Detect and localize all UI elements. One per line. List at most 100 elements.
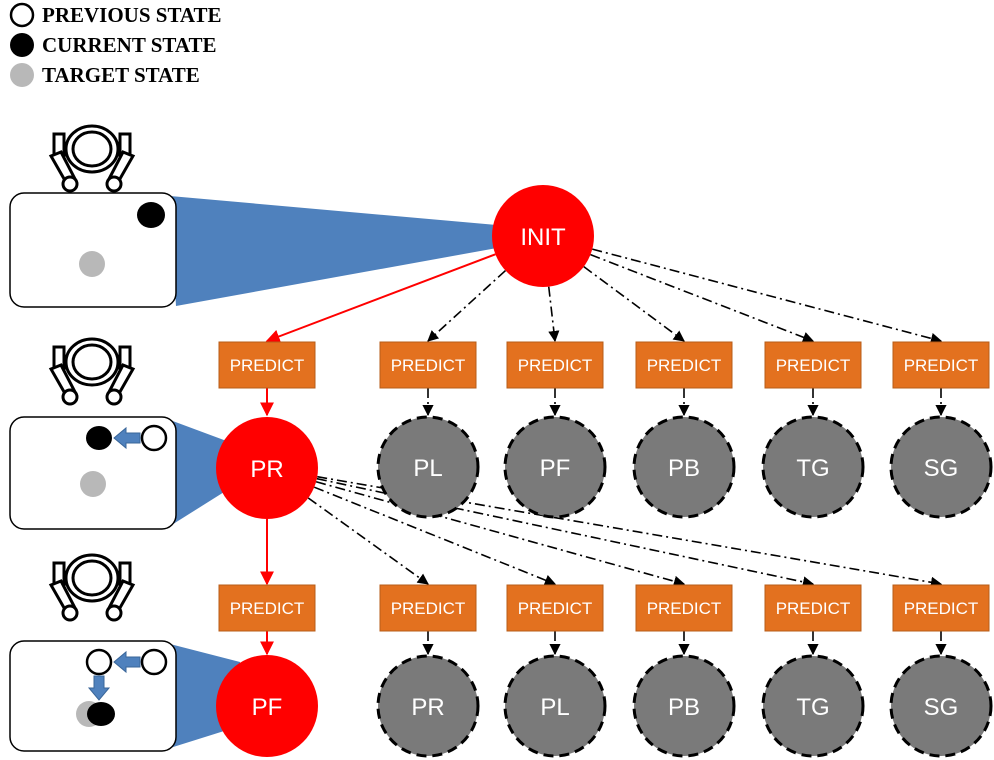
predict-box-frame xyxy=(892,341,990,389)
predict-label: PREDICT xyxy=(776,356,851,375)
predict-label: PREDICT xyxy=(391,599,466,618)
legend: PREVIOUS STATE CURRENT STATE TARGET STAT… xyxy=(9,2,222,87)
move-left-arrow-icon xyxy=(113,650,141,674)
node-circle xyxy=(216,417,318,519)
predict-box-frame xyxy=(635,584,733,632)
predict-boxes: PREDICT PREDICT PREDICT PREDICT PREDICT PREDI… xyxy=(218,341,990,632)
predict-box-frame xyxy=(764,341,862,389)
current-state-dot xyxy=(87,702,115,726)
predict-box-frame xyxy=(218,584,316,632)
robot-icon xyxy=(49,337,135,406)
predict-box: PREDICT xyxy=(506,341,604,389)
predict-label: PREDICT xyxy=(391,356,466,375)
predict-box: PREDICT xyxy=(635,584,733,632)
selected-edge xyxy=(265,253,496,344)
predict-label: PREDICT xyxy=(647,356,722,375)
legend-target-label: TARGET STATE xyxy=(42,63,200,87)
node-circle xyxy=(216,655,318,757)
target-state-dot xyxy=(80,471,106,497)
scene-panel-pr xyxy=(9,416,177,530)
predict-label: PREDICT xyxy=(904,599,979,618)
predict-box: PREDICT xyxy=(892,341,990,389)
node-label: TG xyxy=(796,694,829,721)
robot-icon xyxy=(49,553,135,622)
legend-current-label: CURRENT STATE xyxy=(42,33,216,57)
target-state-dot xyxy=(79,251,105,277)
robot-icon xyxy=(49,124,135,193)
node-label: PB xyxy=(668,694,700,721)
predict-box: PREDICT xyxy=(218,341,316,389)
node-label: PR xyxy=(250,456,283,483)
node-circle xyxy=(761,654,865,758)
predict-box: PREDICT xyxy=(379,584,477,632)
candidate-node-pf: PF xyxy=(503,415,607,519)
predict-label: PREDICT xyxy=(230,599,305,618)
node-circle xyxy=(492,185,594,287)
node-circle xyxy=(761,415,865,519)
node-label: PL xyxy=(540,694,569,721)
candidate-node-pl: PL xyxy=(503,654,607,758)
node-circle xyxy=(889,415,993,519)
current-state-dot xyxy=(137,202,165,228)
node-circle xyxy=(632,654,736,758)
candidate-edge xyxy=(307,497,429,585)
predict-box: PREDICT xyxy=(892,584,990,632)
candidate-edge xyxy=(315,481,686,587)
predict-box-frame xyxy=(379,341,477,389)
scene-frame xyxy=(9,192,177,308)
predict-label: PREDICT xyxy=(230,356,305,375)
node-label: PB xyxy=(668,455,700,482)
move-left-arrow-icon xyxy=(113,426,141,450)
candidate-edge xyxy=(590,253,815,343)
previous-state-dot xyxy=(85,648,113,676)
node-pf-selected: PF xyxy=(216,655,318,757)
candidate-node-pr: PR xyxy=(376,654,480,758)
node-circle xyxy=(503,654,607,758)
node-label: PL xyxy=(413,455,442,482)
move-forward-arrow-icon xyxy=(87,675,111,701)
legend-previous-label: PREVIOUS STATE xyxy=(42,3,222,27)
node-label: TG xyxy=(796,455,829,482)
predict-label: PREDICT xyxy=(904,356,979,375)
predict-box-frame xyxy=(506,341,604,389)
candidate-edge xyxy=(427,269,507,342)
previous-state-dot xyxy=(140,648,168,676)
predict-box-frame xyxy=(506,584,604,632)
previous-state-dot xyxy=(140,424,168,452)
node-pr-selected: PR xyxy=(216,417,318,519)
predict-box-frame xyxy=(892,584,990,632)
predict-box: PREDICT xyxy=(218,584,316,632)
predict-label: PREDICT xyxy=(518,356,593,375)
predict-box-frame xyxy=(635,341,733,389)
scene-panel-pf xyxy=(9,640,177,752)
node-circle xyxy=(503,415,607,519)
predict-box: PREDICT xyxy=(506,584,604,632)
candidate-edge xyxy=(547,286,560,343)
candidate-node-sg: SG xyxy=(889,415,993,519)
predict-box-frame xyxy=(764,584,862,632)
node-label: INIT xyxy=(520,224,566,251)
predict-box: PREDICT xyxy=(764,341,862,389)
node-circle xyxy=(632,415,736,519)
target-state-swatch xyxy=(10,63,34,87)
node-label: PR xyxy=(411,694,444,721)
predict-label: PREDICT xyxy=(647,599,722,618)
node-circle xyxy=(376,415,480,519)
node-label: SG xyxy=(924,455,959,482)
candidate-edge xyxy=(592,248,943,344)
predict-box: PREDICT xyxy=(379,341,477,389)
previous-state-swatch xyxy=(9,2,35,28)
predict-box: PREDICT xyxy=(764,584,862,632)
node-circle xyxy=(889,654,993,758)
tree-edges xyxy=(260,248,947,656)
candidate-node-pb: PB xyxy=(632,654,736,758)
candidate-node-sg: SG xyxy=(889,654,993,758)
predict-box: PREDICT xyxy=(635,341,733,389)
node-label: PF xyxy=(252,694,283,721)
projection-wedge-init xyxy=(170,196,508,306)
current-state-swatch xyxy=(10,33,34,57)
candidate-node-pb: PB xyxy=(632,415,736,519)
current-state-dot xyxy=(86,426,112,450)
candidate-node-tg: TG xyxy=(761,415,865,519)
